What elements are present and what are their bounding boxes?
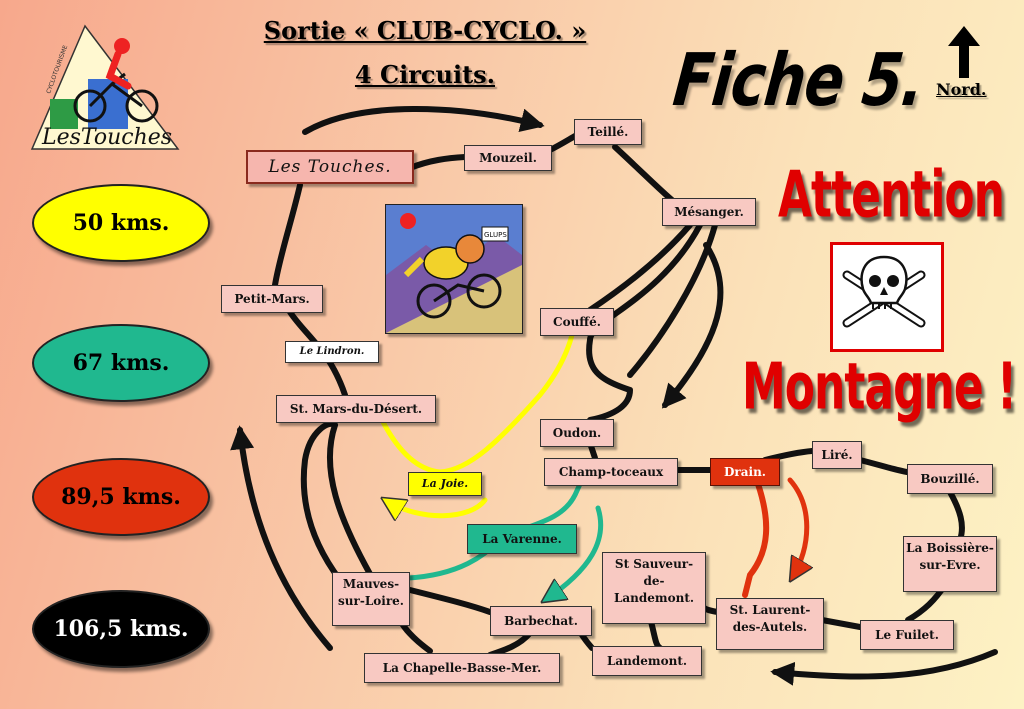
place-la-boissiere-sur-evre: La Boissière- sur-Evre. — [903, 536, 997, 592]
logo-text: LesTouches — [41, 125, 172, 150]
place-la-boissiere-line-1: La Boissière- — [906, 541, 994, 555]
place-la-varenne: La Varenne. — [467, 524, 577, 554]
place-couffe: Couffé. — [540, 308, 614, 336]
arrow-bottom — [770, 649, 998, 686]
arrow-right — [661, 242, 724, 409]
place-st-laurent-des-autels: St. Laurent- des-Autels. — [716, 598, 824, 650]
distance-67: 67 kms. — [32, 324, 210, 402]
place-champtoceaux: Champ-toceaux — [544, 458, 678, 486]
road-les-touches-mouzeil — [407, 154, 468, 171]
place-barbechat: Barbechat. — [490, 606, 592, 636]
place-la-joie: La Joie. — [408, 472, 482, 496]
place-mauves-sur-loire: Mauves- sur-Loire. — [332, 572, 410, 626]
road-mouzeil-teille — [547, 133, 578, 153]
route-red — [742, 481, 770, 598]
place-st-sauveur-line-1: St Sauveur- — [614, 557, 694, 571]
place-drain: Drain. — [710, 458, 780, 486]
place-bouzille: Bouzillé. — [907, 464, 993, 494]
place-mauves-line-2: sur-Loire. — [338, 594, 404, 608]
skull-crossbones-icon — [830, 242, 944, 352]
distance-50: 50 kms. — [32, 184, 210, 262]
north-arrow-icon — [948, 26, 980, 78]
cartoon-bubble: GLUPS — [484, 231, 507, 239]
arrow-left — [230, 425, 333, 651]
distance-89-5: 89,5 kms. — [32, 458, 210, 536]
place-les-touches: Les Touches. — [246, 150, 414, 184]
road-west-loop — [586, 222, 703, 423]
fiche-number: Fiche 5. — [669, 37, 928, 123]
road-mauves-barbechat — [407, 587, 493, 615]
road-fuilet-st-laurent — [819, 617, 863, 630]
road-lire-bouzille — [857, 457, 910, 475]
place-landemont: Landemont. — [592, 646, 702, 676]
cyclist-cartoon-icon: GLUPS — [385, 204, 523, 334]
route-yellow — [379, 332, 575, 475]
place-mauves-line-1: Mauves- — [342, 577, 400, 591]
arrow-top — [302, 106, 545, 135]
place-le-fuilet: Le Fuilet. — [860, 620, 954, 650]
place-oudon: Oudon. — [540, 419, 614, 447]
road-mauves-st-mars — [326, 422, 373, 577]
warning-attention: Attention ! — [778, 158, 1024, 233]
place-st-sauveur-de-landemont: St Sauveur- de- Landemont. — [602, 552, 706, 624]
place-st-sauveur-line-2: de- — [643, 574, 665, 588]
place-st-laurent-line-2: des-Autels. — [732, 620, 808, 634]
road-west-outer — [300, 420, 343, 583]
road-bouzille-boissiere — [947, 489, 965, 543]
title-line-1: Sortie « CLUB-CYCLO. » — [263, 16, 587, 45]
place-st-sauveur-line-3: Landemont. — [613, 591, 695, 605]
place-lire: Liré. — [812, 441, 862, 469]
place-st-laurent-line-1: St. Laurent- — [729, 603, 811, 617]
north-label: Nord. — [936, 80, 987, 99]
place-petit-mars: Petit-Mars. — [221, 285, 323, 313]
road-les-touches-petit-mars — [272, 182, 303, 288]
route-teal-arrow — [545, 505, 604, 600]
road-mesanger-couffe — [587, 222, 693, 313]
cyclist-logo-icon: CYCLOTOURISME LesTouches — [30, 24, 180, 150]
route-red-arrow — [787, 477, 807, 578]
route-yellow-arrow — [385, 500, 488, 516]
place-la-boissiere-line-2: sur-Evre. — [919, 558, 981, 572]
place-mesanger: Mésanger. — [662, 198, 756, 226]
place-teille: Teillé. — [574, 119, 642, 145]
place-le-lindron: Le Lindron. — [285, 341, 379, 363]
distance-106-5: 106,5 kms. — [32, 590, 210, 668]
title-line-2: 4 Circuits. — [354, 60, 496, 89]
place-st-mars-du-desert: St. Mars-du-Désert. — [276, 395, 436, 423]
warning-montagne: Montagne ! — [742, 350, 1017, 425]
place-mouzeil: Mouzeil. — [464, 145, 552, 171]
road-barbechat-chapelle — [487, 630, 533, 658]
place-la-chapelle-basse-mer: La Chapelle-Basse-Mer. — [364, 653, 560, 683]
road-teille-mesanger — [612, 144, 675, 203]
